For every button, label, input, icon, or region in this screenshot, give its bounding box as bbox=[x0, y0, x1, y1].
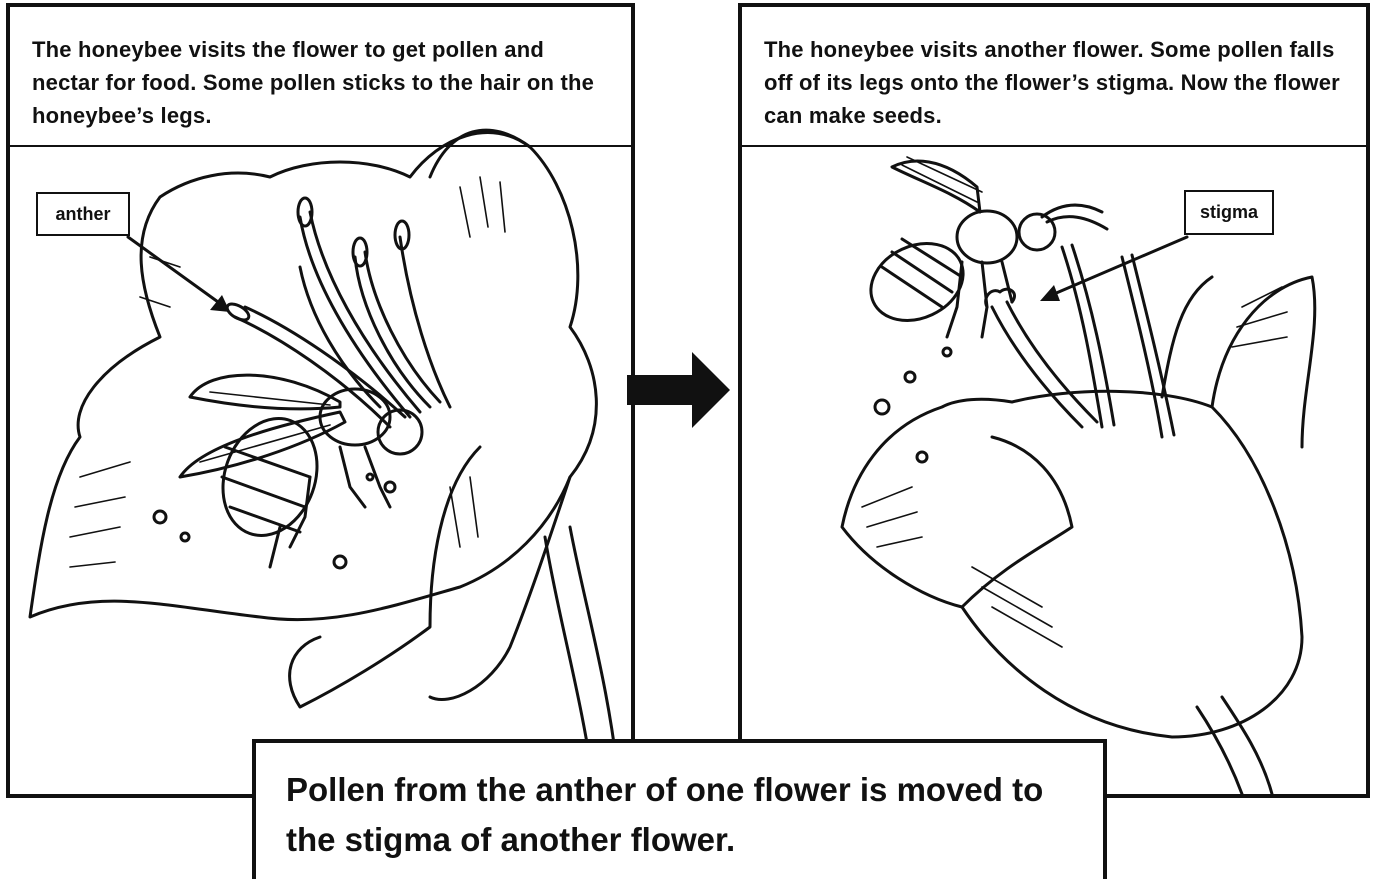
flower-receiving-pollen-illustration bbox=[742, 7, 1366, 794]
panel-right: The honeybee visits another flower. Some… bbox=[738, 3, 1370, 798]
arrow-right-icon bbox=[622, 350, 734, 430]
summary-caption: Pollen from the anther of one flower is … bbox=[252, 739, 1107, 879]
flower-with-bee-illustration bbox=[10, 7, 631, 794]
anther-label: anther bbox=[36, 192, 130, 236]
stigma-label: stigma bbox=[1184, 190, 1274, 235]
panel-left: The honeybee visits the flower to get po… bbox=[6, 3, 635, 798]
